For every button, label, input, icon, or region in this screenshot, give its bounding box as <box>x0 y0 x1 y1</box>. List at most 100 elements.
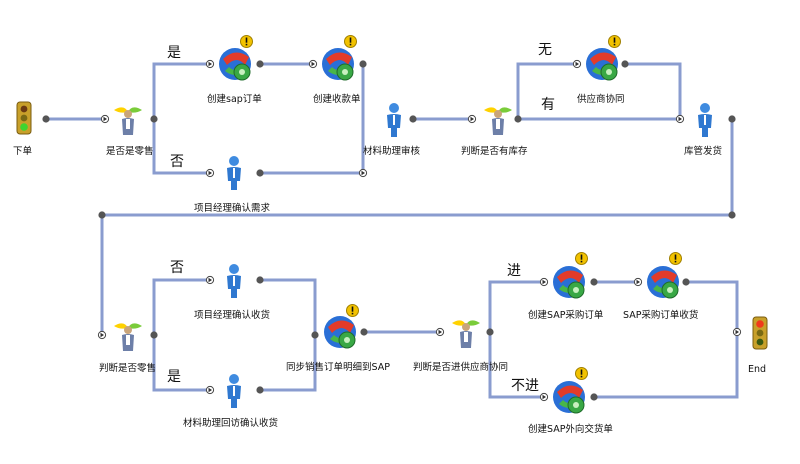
arrow-head-icon <box>208 277 212 283</box>
connector-dot-handle[interactable] <box>359 60 367 68</box>
end-label: End <box>748 364 767 375</box>
arrow-head-icon <box>542 394 546 400</box>
connector-supplier-warehouse[interactable] <box>625 62 682 119</box>
arrow-head-icon <box>575 61 579 67</box>
material-revisit-label: 材料助理回访确认收货 <box>183 418 279 429</box>
warehouse-label: 库管发货 <box>684 146 723 157</box>
supplier-collab-label: 供应商协同 <box>577 94 625 105</box>
edge-label-no: 否 <box>170 260 184 276</box>
retail-decision-icon[interactable] <box>110 102 146 142</box>
material-review-label: 材料助理审核 <box>363 146 421 157</box>
connector-dot-handle[interactable] <box>311 331 319 339</box>
arrow-head-icon <box>361 170 365 176</box>
connector-dot-handle[interactable] <box>150 331 158 339</box>
connector-revisit-sync[interactable] <box>260 335 317 392</box>
connector-dot-handle[interactable] <box>256 276 264 284</box>
arrow-head-icon <box>311 61 315 67</box>
warning-icon <box>240 33 253 48</box>
arrow-head-icon <box>208 170 212 176</box>
stock-decision-icon[interactable] <box>480 102 516 142</box>
create-outbound-delivery-label: 创建SAP外向交货单 <box>528 424 613 435</box>
create-receipt-icon[interactable] <box>318 45 360 87</box>
connector-dot-handle[interactable] <box>590 393 598 401</box>
edge-label-no: 否 <box>170 154 184 170</box>
connector-check-notin[interactable] <box>488 332 544 399</box>
retail2-decision-icon[interactable] <box>110 318 146 358</box>
warning-icon <box>575 365 588 380</box>
connector-dot-handle[interactable] <box>728 115 736 123</box>
connector-retail2-no[interactable] <box>152 278 210 335</box>
end-traffic-light-icon[interactable] <box>751 316 769 354</box>
edge-label-yes: 是 <box>167 369 181 385</box>
arrow-head-icon <box>470 116 474 122</box>
arrow-head-icon <box>208 61 212 67</box>
create-sap-order-icon[interactable] <box>215 45 257 87</box>
arrow-head-icon <box>208 387 212 393</box>
connector-dot-handle[interactable] <box>590 278 598 286</box>
connector-dot-handle[interactable] <box>256 386 264 394</box>
connector-row-wrap[interactable] <box>100 119 734 335</box>
edge-label-none: 无 <box>538 42 552 58</box>
create-sap-po-icon[interactable] <box>549 263 591 305</box>
pm-confirm-label: 项目经理确认需求 <box>194 203 271 214</box>
warning-icon <box>575 250 588 265</box>
connector-dot-handle[interactable] <box>360 328 368 336</box>
connector-dot-handle[interactable] <box>42 115 50 123</box>
pm-confirm-person-icon[interactable] <box>224 155 244 195</box>
arrow-head-icon <box>100 332 104 338</box>
connector-dot-handle[interactable] <box>150 115 158 123</box>
edge-label-have: 有 <box>541 97 555 113</box>
connector-dot-handle[interactable] <box>728 211 736 219</box>
connector-dot-handle[interactable] <box>256 169 264 177</box>
create-sap-order-label: 创建sap订单 <box>207 94 262 105</box>
warning-icon <box>608 33 621 48</box>
connector-stock-none[interactable] <box>516 62 577 119</box>
warning-icon <box>346 302 359 317</box>
retail2-decision-label: 判断是否零售 <box>99 363 157 374</box>
pm-receive-person-icon[interactable] <box>224 263 244 303</box>
warning-icon <box>344 33 357 48</box>
start-traffic-light-icon[interactable] <box>15 101 33 139</box>
connector-dot-handle[interactable] <box>256 60 264 68</box>
connector-check-in[interactable] <box>488 280 544 332</box>
start-label: 下单 <box>13 146 33 157</box>
pm-receive-label: 项目经理确认收货 <box>194 310 271 321</box>
arrow-head-icon <box>735 329 739 335</box>
connector-retail-no[interactable] <box>152 119 210 175</box>
create-outbound-delivery-icon[interactable] <box>549 378 591 420</box>
sap-po-receive-label: SAP采购订单收货 <box>623 310 699 321</box>
connector-dot-handle[interactable] <box>409 115 417 123</box>
material-review-person-icon[interactable] <box>384 102 404 142</box>
connector-outbound-end[interactable] <box>594 332 739 399</box>
edge-label-in: 进 <box>507 263 521 279</box>
arrow-head-icon <box>678 116 682 122</box>
warehouse-person-icon[interactable] <box>695 102 715 142</box>
connector-retail-yes[interactable] <box>152 62 210 119</box>
connector-dot-handle[interactable] <box>486 328 494 336</box>
supplier-check-decision-icon[interactable] <box>448 315 484 355</box>
create-receipt-label: 创建收款单 <box>313 94 361 105</box>
edge-label-yes: 是 <box>167 45 181 61</box>
retail-decision-label: 是否是零售 <box>106 146 154 157</box>
arrow-head-icon <box>542 279 546 285</box>
connector-pmreceive-sync[interactable] <box>260 278 317 335</box>
connector-retail2-yes[interactable] <box>152 335 210 392</box>
arrow-head-icon <box>103 116 107 122</box>
material-revisit-person-icon[interactable] <box>224 373 244 413</box>
connector-dot-handle[interactable] <box>98 211 106 219</box>
arrow-head-icon <box>438 329 442 335</box>
sync-sap-icon[interactable] <box>320 313 362 355</box>
supplier-check-label: 判断是否进供应商协同 <box>413 362 509 373</box>
stock-decision-label: 判断是否有库存 <box>461 146 528 157</box>
sap-po-receive-icon[interactable] <box>643 263 685 305</box>
connector-dot-handle[interactable] <box>682 278 690 286</box>
connector-dot-handle[interactable] <box>514 115 522 123</box>
warning-icon <box>669 250 682 265</box>
connector-dot-handle[interactable] <box>621 60 629 68</box>
connector-receive-end[interactable] <box>686 280 739 332</box>
arrow-head-icon <box>636 279 640 285</box>
sync-sap-label: 同步销售订单明细到SAP <box>286 362 390 373</box>
supplier-collab-icon[interactable] <box>582 45 624 87</box>
